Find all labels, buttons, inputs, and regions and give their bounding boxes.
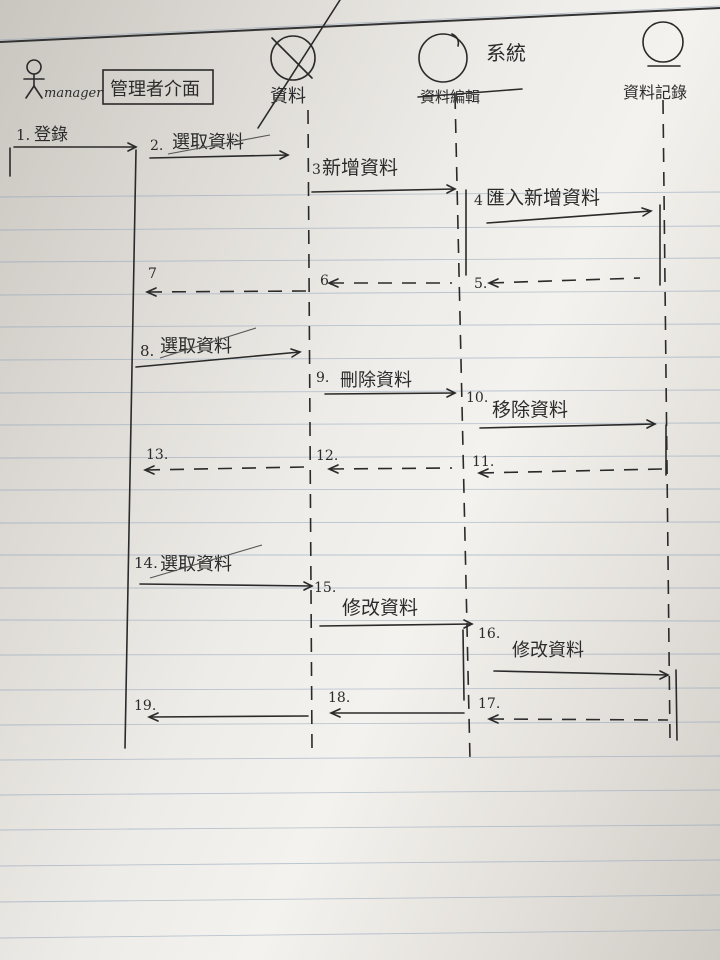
message-text-4: 匯入新增資料 (486, 187, 600, 209)
message-number-19: 19. (134, 698, 156, 714)
message-arrow-5 (489, 277, 641, 284)
arrowhead-icon (477, 468, 489, 478)
message-arrow-15 (319, 623, 473, 627)
arrowhead-icon (303, 581, 314, 591)
message-number-7: 7 (148, 266, 157, 282)
message-number-11: 11. (472, 454, 494, 470)
message-arrow-7 (147, 290, 307, 293)
message-number-6: 6. (320, 273, 333, 289)
arrowhead-icon (145, 287, 157, 297)
arrowhead-icon (279, 150, 290, 160)
message-number-9: 9. (316, 370, 329, 386)
message-text-1: 登錄 (34, 125, 68, 145)
arrowhead-icon (143, 465, 155, 475)
message-arrow-11 (479, 468, 663, 474)
system-lifeline-label: 系統 (486, 41, 526, 65)
message-number-14: 14. (134, 554, 158, 572)
message-number-1: 1. (16, 126, 30, 144)
system-control-icon (418, 33, 468, 83)
system-struck-label: 資料編輯 (420, 88, 480, 106)
data-lifeline (307, 109, 313, 751)
db-entity-icon (642, 21, 684, 67)
message-number-5: 5. (474, 276, 487, 292)
message-arrow-9 (324, 392, 456, 395)
arrowhead-icon (646, 419, 657, 429)
system-lifeline (454, 94, 471, 761)
message-text-2: 選取資料 (172, 132, 244, 153)
arrowhead-icon (487, 278, 499, 288)
arrowhead-icon (329, 708, 341, 718)
arrowhead-icon (290, 348, 302, 358)
message-arrow-13 (145, 466, 305, 471)
data-lifeline-label: 資料 (270, 86, 306, 107)
message-number-3: 3 (312, 162, 321, 178)
message-arrow-10 (479, 423, 656, 429)
message-number-16: 16. (478, 626, 500, 642)
arrowhead-icon (327, 464, 339, 474)
arrowhead-icon (659, 670, 670, 680)
message-text-3: 新增資料 (322, 157, 398, 179)
system-activation-3 (462, 629, 465, 701)
message-arrow-19 (149, 715, 309, 718)
arrowhead-icon (127, 142, 138, 152)
strikethrough-line (159, 327, 257, 359)
arrowhead-icon (327, 278, 339, 288)
message-arrow-16 (493, 670, 669, 676)
message-arrow-3 (311, 188, 456, 193)
strikethrough-line (149, 544, 263, 579)
actor-stick-figure-icon (23, 59, 45, 99)
message-number-12: 12. (316, 448, 338, 464)
ruled-lines (0, 5, 720, 939)
message-number-4: 4 (474, 193, 483, 209)
arrowhead-icon (147, 712, 159, 722)
message-arrow-14 (139, 583, 313, 587)
message-text-15: 修改資料 (342, 597, 418, 619)
db-lifeline (662, 99, 671, 741)
db-lifeline-label: 資料記錄 (623, 83, 687, 102)
message-number-15: 15. (314, 580, 336, 596)
message-number-13: 13. (146, 447, 168, 463)
message-arrow-2 (149, 154, 289, 159)
ui-lifeline-label: 管理者介面 (110, 79, 200, 100)
message-arrow-17 (489, 718, 669, 721)
message-number-10: 10. (466, 390, 488, 406)
message-arrow-12 (329, 467, 453, 470)
arrowhead-icon (641, 207, 653, 217)
strikethrough-line (167, 134, 271, 155)
message-number-2: 2. (150, 138, 163, 154)
message-text-9: 刪除資料 (340, 370, 412, 391)
ui-lifeline (124, 149, 137, 749)
db-activation-3 (675, 669, 678, 741)
actor-label: manager (44, 86, 103, 101)
message-text-10: 移除資料 (492, 399, 568, 421)
arrowhead-icon (487, 714, 499, 724)
message-arrow-4 (486, 210, 652, 224)
message-number-8: 8. (140, 342, 154, 360)
message-arrow-8 (135, 351, 301, 368)
strikethrough-line (417, 88, 523, 98)
message-number-17: 17. (478, 696, 500, 712)
arrowhead-icon (463, 619, 474, 629)
message-number-18: 18. (328, 690, 350, 706)
ui-lifeline-box (102, 69, 214, 105)
message-text-16: 修改資料 (512, 640, 584, 661)
arrowhead-icon (446, 184, 457, 194)
arrowhead-icon (446, 388, 457, 398)
data-entity-icon (257, 0, 341, 129)
